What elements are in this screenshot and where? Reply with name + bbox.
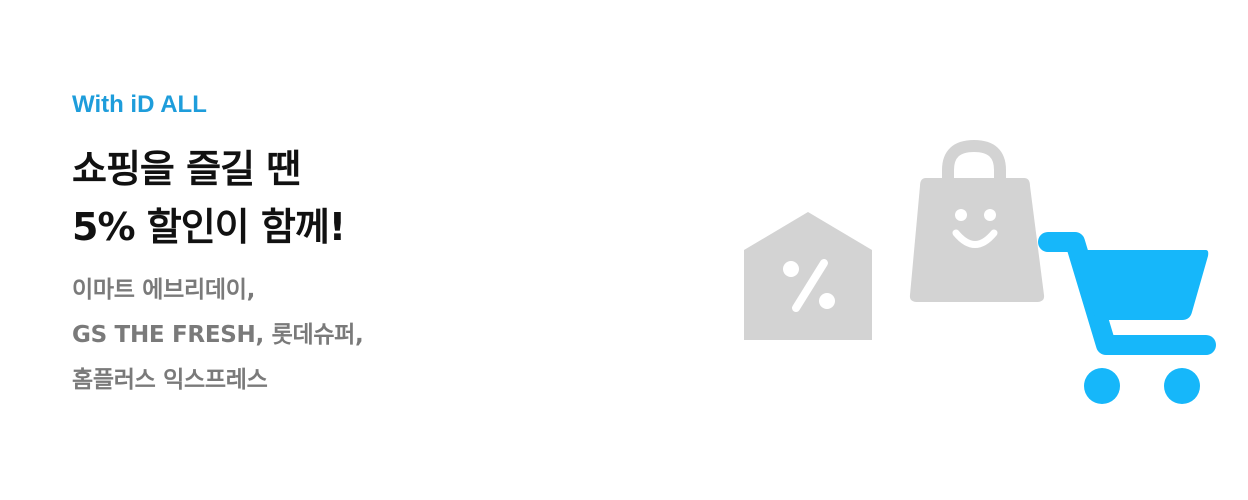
discount-house-icon [744, 212, 872, 340]
store-list-line-1: 이마트 에브리데이, [72, 277, 256, 303]
shopping-cart-icon [1038, 232, 1216, 404]
headline-line-1: 쇼핑을 즐길 땐 [72, 147, 301, 191]
store-list-line-3: 홈플러스 익스프레스 [72, 367, 268, 393]
shopping-bag-icon [909, 139, 1045, 302]
shopping-illustration [744, 139, 1216, 404]
eyebrow-label: With iD ALL [72, 91, 207, 118]
headline-line-2: 5% 할인이 함께! [72, 205, 346, 249]
store-list: 이마트 에브리데이, GS THE FRESH, 롯데슈퍼, 홈플러스 익스프레… [72, 268, 632, 403]
store-list-line-2: GS THE FRESH, 롯데슈퍼, [72, 322, 364, 348]
promo-text-block: With iD ALL 쇼핑을 즐길 땐 5% 할인이 함께! 이마트 에브리데… [72, 88, 632, 403]
headline: 쇼핑을 즐길 땐 5% 할인이 함께! [72, 140, 632, 256]
